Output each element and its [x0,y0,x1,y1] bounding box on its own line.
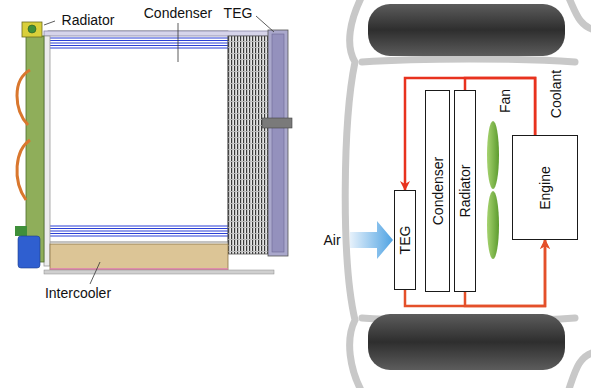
wheel [368,4,565,56]
schematic-label: Coolant [548,70,564,118]
schematic-label: Air [323,232,340,248]
car-body-line [568,0,591,30]
component-label: Condenser [430,157,446,226]
bracket [262,118,292,128]
condenser-core [48,31,228,242]
side-plate [44,36,50,266]
tube-line [50,228,228,229]
component-box: Condenser [425,90,450,292]
teg-module [272,34,284,252]
tube-line [50,40,228,41]
component-box: Engine [512,135,578,240]
fan-blade [487,121,499,189]
coolant-line [465,240,545,306]
component-box: TEG [394,190,416,290]
fitting [15,226,27,236]
hose [17,70,30,125]
bottom-rail [44,270,274,274]
condenser-bottom-tubes [50,226,228,236]
car-body-line [568,352,591,388]
heat-exchanger-module [15,16,292,284]
tube-line [50,231,228,232]
schematic-label: Fan [497,89,513,113]
radiator-cap [22,22,42,37]
intercooler-edge [50,268,228,270]
teg-panel [268,30,288,256]
tube-line [50,45,228,46]
air-arrow [350,221,393,259]
tube-line [50,38,228,39]
part-label: Intercooler [45,285,111,301]
part-label: Radiator [62,12,115,28]
condenser-top-tubes [50,38,228,48]
tube-line [50,48,228,49]
top-rail [44,31,274,36]
component-label: TEG [397,226,413,255]
leader-line [256,16,274,32]
leader-line [90,262,100,284]
radiator-fins [228,36,268,254]
tube-line [50,226,228,227]
fan-blade [487,191,499,259]
leader-line [178,23,179,62]
tube-line [50,43,228,44]
wheel [368,314,565,370]
component-box: Radiator [454,90,476,292]
component-label: Radiator [457,165,473,218]
vehicle-outline [345,0,591,388]
hose [17,140,30,200]
wheel-well [362,59,575,62]
car-body-line [345,0,362,388]
tube-line [50,236,228,237]
component-label: Engine [537,166,553,210]
cap-knob [28,25,36,33]
intercooler-core [50,244,228,270]
part-label: Condenser [144,5,213,21]
part-label: TEG [224,5,253,21]
drain-fitting [18,236,40,268]
tube-line [50,233,228,234]
leader-line [44,21,55,25]
